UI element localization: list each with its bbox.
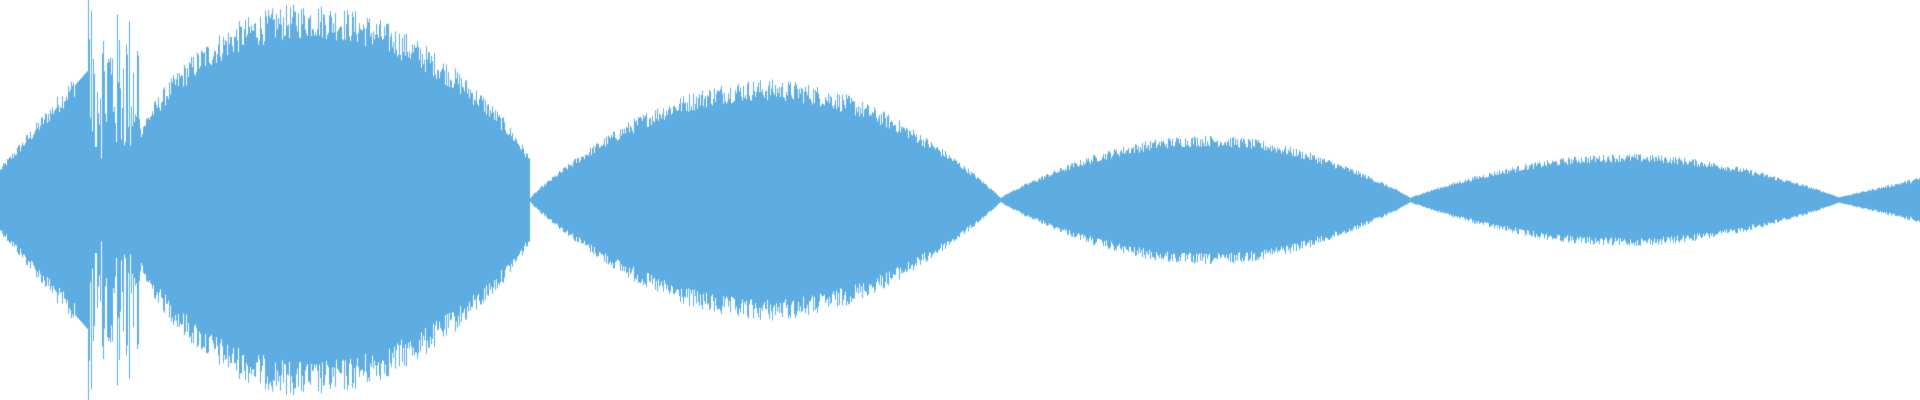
audio-waveform[interactable] [0,0,1920,400]
waveform-view[interactable] [0,0,1920,400]
